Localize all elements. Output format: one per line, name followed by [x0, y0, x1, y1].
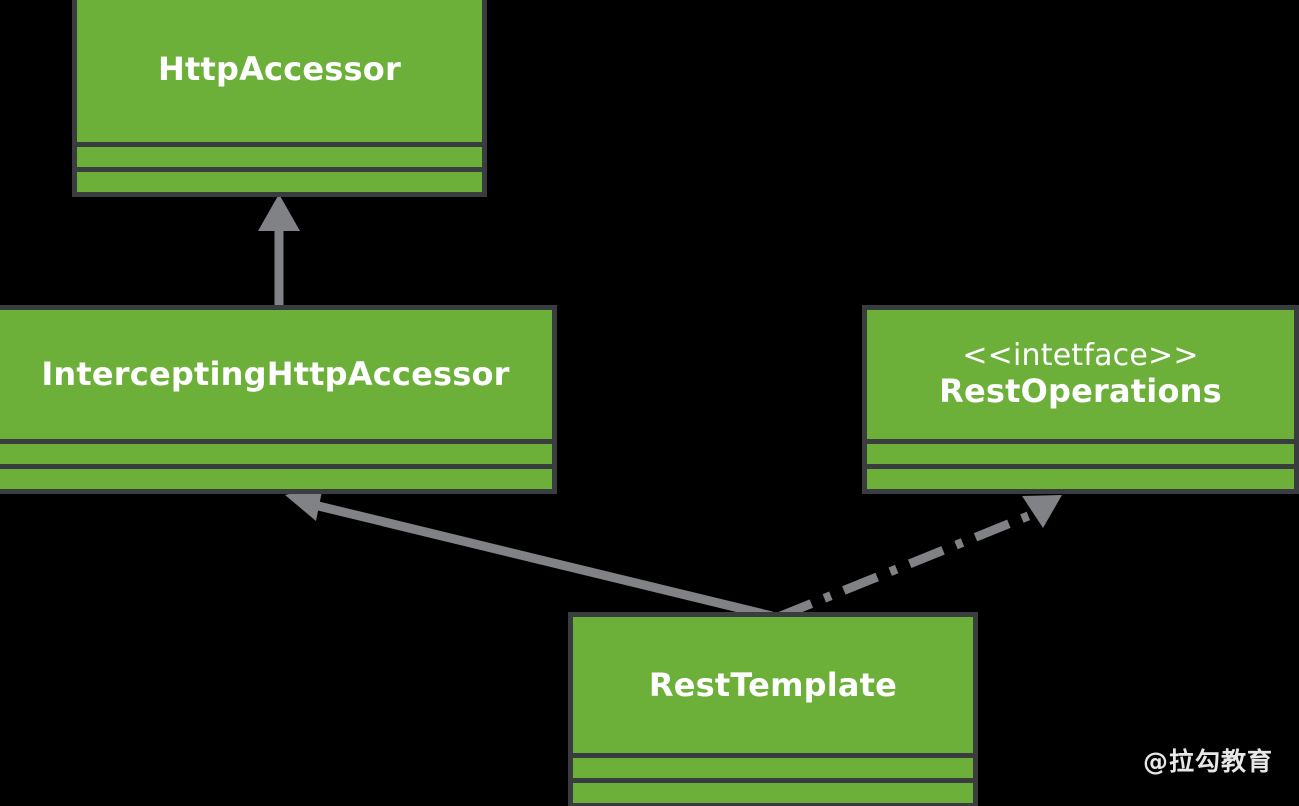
class-box-resttemplate[interactable]: RestTemplate [568, 612, 978, 806]
connector-generalization-resttemplate-to-intercepting [285, 486, 774, 621]
class-title-interceptinghttpaccessor: InterceptingHttpAccessor [0, 310, 552, 439]
class-box-restoperations[interactable]: <<intetface>> RestOperations [862, 305, 1299, 494]
connector-generalization-intercepting-to-httpaccessor [258, 194, 300, 305]
class-methods-compartment [0, 469, 552, 489]
class-title-resttemplate: RestTemplate [573, 617, 973, 753]
class-attributes-compartment [573, 758, 973, 778]
class-methods-compartment [573, 783, 973, 803]
class-name-httpaccessor: HttpAccessor [158, 50, 401, 89]
class-box-httpaccessor[interactable]: HttpAccessor [72, 0, 487, 197]
class-title-restoperations: <<intetface>> RestOperations [867, 310, 1294, 439]
class-attributes-compartment [77, 147, 482, 167]
class-attributes-compartment [0, 444, 552, 464]
class-stereotype-restoperations: <<intetface>> [962, 337, 1199, 373]
class-box-interceptinghttpaccessor[interactable]: InterceptingHttpAccessor [0, 305, 557, 494]
class-title-httpaccessor: HttpAccessor [77, 0, 482, 142]
class-methods-compartment [77, 172, 482, 192]
class-methods-compartment [867, 469, 1294, 489]
class-attributes-compartment [867, 444, 1294, 464]
class-name-resttemplate: RestTemplate [648, 665, 898, 704]
connector-realization-resttemplate-to-restoperations [776, 495, 1062, 622]
watermark-label: @拉勾教育 [1142, 747, 1273, 776]
class-name-restoperations: RestOperations [939, 372, 1222, 411]
class-name-interceptinghttpaccessor: InterceptingHttpAccessor [41, 355, 510, 394]
